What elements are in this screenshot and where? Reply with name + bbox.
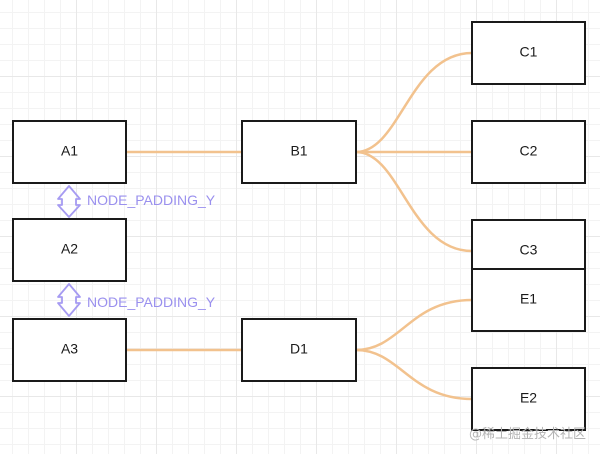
node-label: C1 <box>520 44 538 60</box>
node-a1[interactable]: A1 <box>12 120 127 184</box>
node-label: B1 <box>290 143 307 159</box>
node-c1[interactable]: C1 <box>471 21 586 85</box>
node-label: D1 <box>290 341 308 357</box>
padding-label: NODE_PADDING_Y <box>87 294 216 310</box>
node-label: A1 <box>61 143 78 159</box>
node-label: C3 <box>520 242 538 258</box>
edge-d1-e2 <box>355 348 473 401</box>
edges <box>126 51 473 401</box>
padding-label: NODE_PADDING_Y <box>87 192 216 208</box>
edge-b1-c3 <box>355 150 473 253</box>
padding-arrow-icon <box>57 283 81 317</box>
node-e2[interactable]: E2 <box>471 367 586 431</box>
watermark: @稀土掘金技术社区 <box>468 427 586 442</box>
edge-d1-e1 <box>355 298 473 352</box>
node-b1[interactable]: B1 <box>241 120 357 184</box>
node-d1[interactable]: D1 <box>241 318 357 382</box>
node-a2[interactable]: A2 <box>12 218 127 282</box>
node-label: A3 <box>61 341 78 357</box>
node-label: C2 <box>520 143 538 159</box>
node-e1[interactable]: E1 <box>471 268 586 332</box>
edge-b1-c1 <box>355 51 473 154</box>
node-c2[interactable]: C2 <box>471 120 586 184</box>
node-label: E1 <box>520 291 537 307</box>
node-label: E2 <box>520 390 537 406</box>
node-a3[interactable]: A3 <box>12 318 127 382</box>
padding-arrow-icon <box>57 185 81 218</box>
node-label: A2 <box>61 241 78 257</box>
